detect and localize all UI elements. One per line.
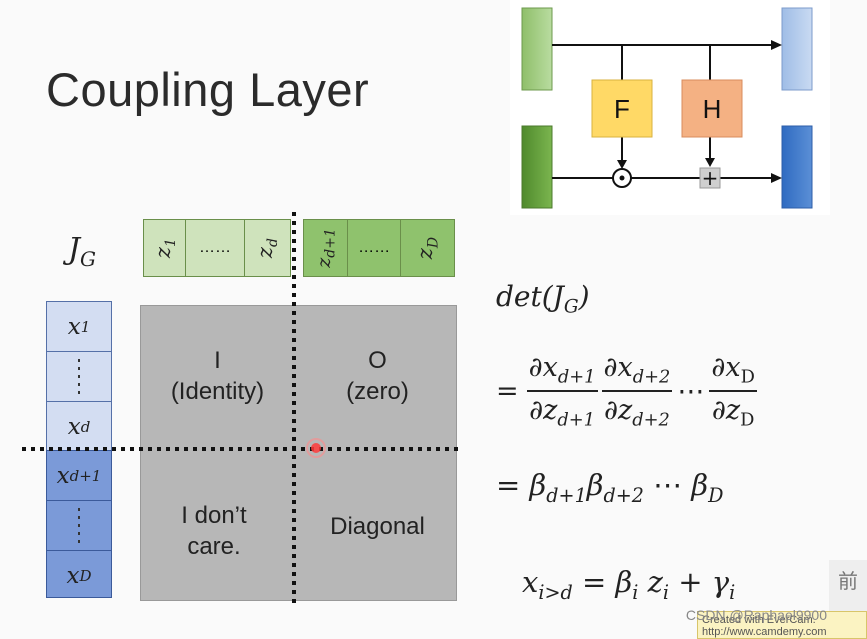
output-top-block (781, 7, 813, 91)
input-top-block (521, 7, 553, 91)
svg-text:+: + (702, 166, 719, 190)
beta-product-expression: = βd+1βd+2 ⋯ βD (496, 468, 724, 507)
f-label: F (614, 94, 630, 124)
matrix-top-left: I(Identity) (170, 347, 265, 405)
h-function-box (681, 79, 743, 138)
affine-coupling-expression: xi>d = βi zi + γi (522, 565, 736, 604)
coupling-diagram: F H + (510, 0, 830, 215)
z-row-left: z1 …… zd (143, 219, 291, 277)
laser-pointer-dot (311, 443, 321, 453)
slide-title: Coupling Layer (46, 63, 370, 116)
det-expression: det(JG) (496, 280, 590, 318)
z-right-dots: …… (358, 239, 391, 256)
z-left-dots: …… (199, 239, 232, 256)
output-bottom-block (781, 125, 813, 209)
z-row-right: zd+1 …… zD (303, 219, 455, 277)
x-top-dots (47, 352, 111, 402)
partial-derivative-expression: = ∂xd+1 ∂zd+1 ∂xd+2 ∂zd+2 ⋯ ∂xD ∂zD (496, 352, 757, 431)
matrix-bottom-right: Diagonal (330, 513, 425, 540)
jacobian-matrix (140, 305, 457, 601)
x-bottom-dots (47, 501, 111, 551)
add-op-icon (699, 167, 721, 189)
f-function-box (591, 79, 653, 138)
watermark: CSDN @Raphael9900 (685, 607, 827, 623)
input-bottom-block (521, 125, 553, 209)
matrix-top-right: O(zero) (346, 347, 409, 405)
h-label: H (703, 94, 722, 124)
jacobian-label: JG (68, 232, 97, 271)
